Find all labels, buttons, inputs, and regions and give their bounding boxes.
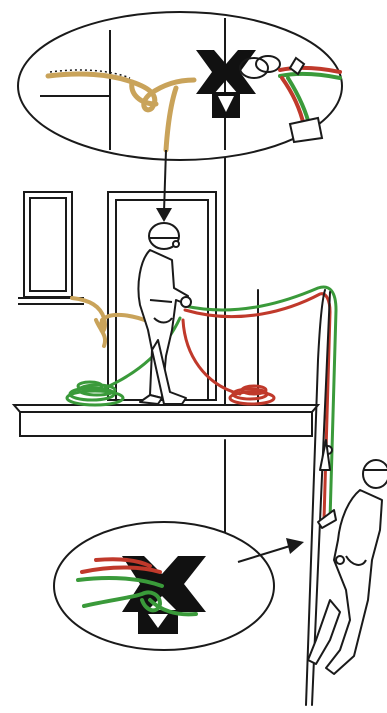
green-rope-pile <box>67 382 123 405</box>
building-facade <box>110 150 258 570</box>
window-left <box>18 192 84 304</box>
bottom-worker <box>308 440 387 674</box>
balcony-ledge <box>14 405 318 436</box>
top-callout <box>18 12 342 160</box>
red-rope-pile <box>230 386 274 404</box>
bottom-callout <box>54 522 274 650</box>
top-worker <box>138 223 191 404</box>
anchor-rope <box>72 298 150 346</box>
